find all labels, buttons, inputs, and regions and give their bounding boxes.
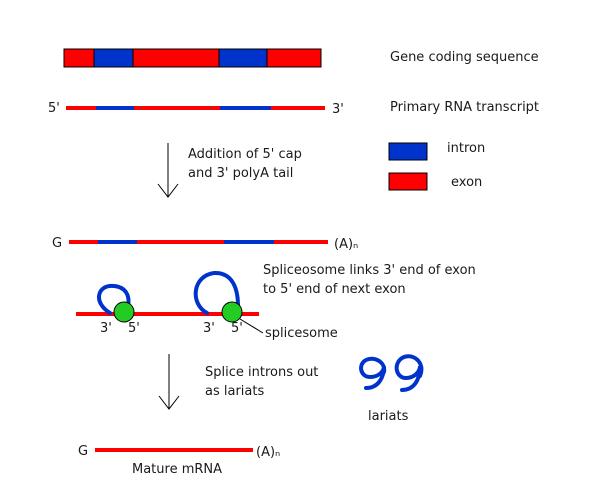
capped-exon-2: [137, 240, 224, 244]
capped-exon-1: [69, 240, 98, 244]
step2-line2: as lariats: [205, 384, 264, 399]
transcript-intron-2: [220, 106, 271, 110]
spliceosome-pointer: [239, 318, 264, 334]
gene-label: Gene coding sequence: [390, 50, 539, 65]
mature-cap-label: G: [78, 444, 88, 459]
lariats-label: lariats: [368, 409, 409, 424]
capped-intron-2: [224, 240, 274, 244]
mature-mrna-label: Mature mRNA: [132, 462, 222, 477]
mature-mrna-line: [95, 448, 253, 452]
splice-line1: Spliceosome links 3' end of exon: [263, 263, 476, 278]
capped-transcript-line: [69, 240, 328, 244]
transcript-5prime-label: 5': [48, 101, 60, 116]
splice-left-3prime: 3': [100, 321, 112, 336]
transcript-exon-3: [271, 106, 325, 110]
capped-cap-label: G: [52, 236, 62, 251]
intron-loop-2: [193, 271, 240, 315]
capped-intron-1: [98, 240, 137, 244]
gene-exon-1: [63, 48, 95, 68]
transcript-exon-2: [134, 106, 220, 110]
transcript-exon-1: [66, 106, 96, 110]
gene-exon-2: [132, 48, 220, 68]
legend-exon-label: exon: [451, 175, 482, 190]
lariat-1: [359, 356, 387, 390]
legend-exon-swatch: [388, 172, 428, 191]
splice-left-5prime: 5': [128, 321, 140, 336]
legend-intron-swatch: [388, 142, 428, 161]
gene-intron-2: [218, 48, 268, 68]
gene-coding-sequence: [63, 48, 322, 68]
splice-line2: to 5' end of next exon: [263, 282, 406, 297]
splicing-exon-line: [76, 312, 259, 316]
capped-exon-3: [274, 240, 328, 244]
primary-transcript-line: [66, 106, 325, 110]
intron-loop-1: [97, 283, 131, 315]
spliceosome-1: [113, 301, 135, 323]
transcript-intron-1: [96, 106, 134, 110]
legend-intron-label: intron: [447, 141, 485, 156]
step1-line1: Addition of 5' cap: [188, 147, 302, 162]
spliceosome-label: splicesome: [265, 326, 338, 341]
transcript-3prime-label: 3': [332, 102, 344, 117]
splice-right-5prime: 5': [231, 321, 243, 336]
splice-right-3prime: 3': [203, 321, 215, 336]
capped-tail-label: (A)ₙ: [334, 237, 358, 252]
down-arrow-1: [157, 143, 179, 198]
lariat-2: [394, 354, 424, 392]
gene-exon-3: [266, 48, 322, 68]
down-arrow-2: [158, 354, 180, 410]
transcript-label: Primary RNA transcript: [390, 100, 539, 115]
spliceosome-2: [221, 301, 243, 323]
mature-tail-label: (A)ₙ: [256, 445, 280, 460]
step1-line2: and 3' polyA tail: [188, 166, 293, 181]
step2-line1: Splice introns out: [205, 365, 318, 380]
lariat-icons: [359, 354, 424, 392]
gene-intron-1: [93, 48, 134, 68]
